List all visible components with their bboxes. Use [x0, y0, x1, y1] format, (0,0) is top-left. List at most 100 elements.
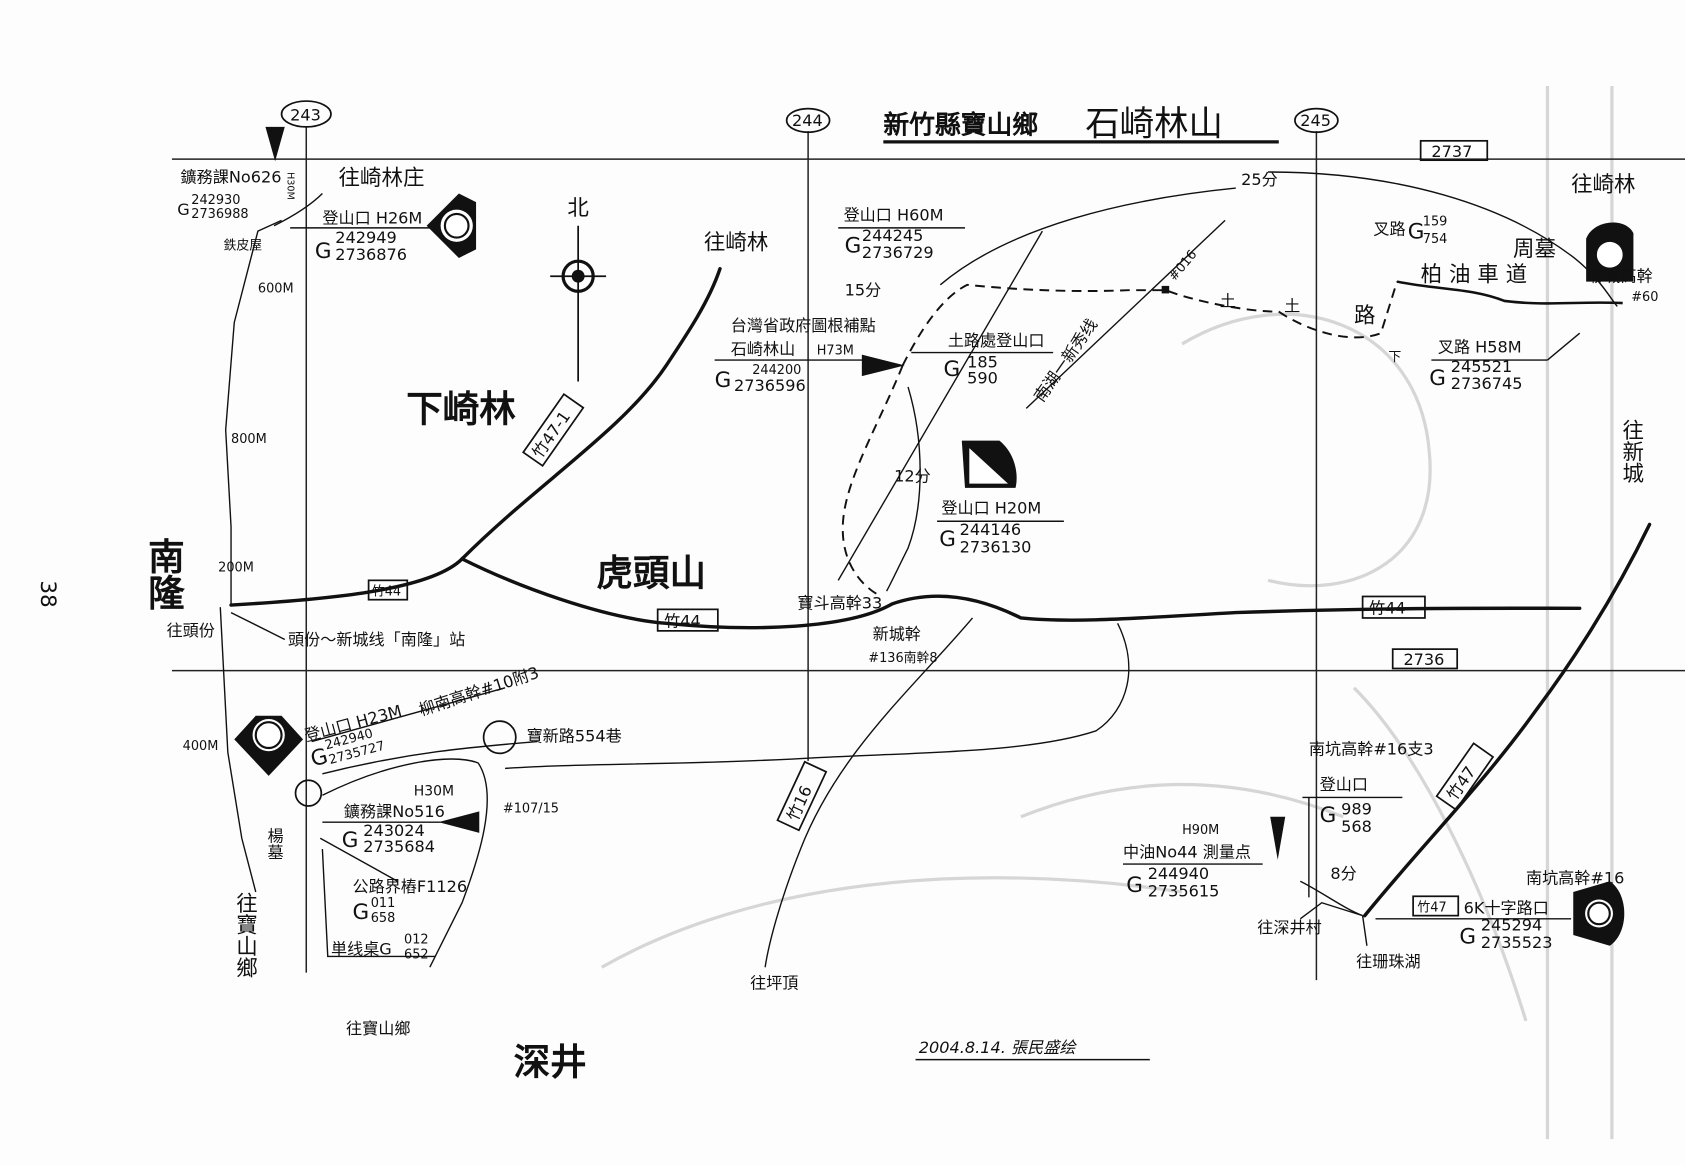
road-label-zhu47-box: 竹47 — [1417, 900, 1446, 915]
svg-text:G: G — [308, 744, 331, 772]
dir-to-baoshan-bottom: 往寶山鄉 — [346, 1019, 410, 1038]
dirt-mark-1: 土 — [1220, 291, 1236, 310]
route-8min — [1299, 880, 1363, 917]
road-zhu16 — [764, 617, 974, 968]
svg-text:G: G — [944, 357, 961, 382]
svg-text:G: G — [177, 200, 189, 219]
pole-016-label: #016 — [1166, 247, 1200, 284]
road-left-south — [219, 607, 257, 893]
route-12min — [885, 386, 921, 592]
dir-to-qilin-village: 往崎林庄 — [339, 166, 425, 191]
svg-text:G: G — [1459, 925, 1476, 950]
svg-text:G: G — [315, 239, 332, 264]
wp-cross-6k: 6K十字路口 — [1464, 898, 1549, 917]
wp-mine626-h: H30M — [285, 172, 296, 200]
wp-highway-marker-label: 公路界樁F1126 — [352, 877, 467, 896]
wp-highway-marker-g2: 658 — [371, 911, 396, 926]
wp-trailhead-20-g1: 244146 — [960, 520, 1022, 539]
wp-dirt-trailhead-label: 土路處登山口 — [948, 331, 1045, 350]
place-hutoushan: 虎頭山 — [596, 552, 706, 595]
place-nanlong: 南隆 — [142, 537, 185, 610]
svg-text:G: G — [1320, 803, 1337, 828]
wp-trailhead-20-label: 登山口 H20M — [941, 499, 1041, 518]
dir-to-shanhuhu: 往珊珠湖 — [1356, 952, 1420, 971]
wp-single-pole-g1: 012 — [404, 933, 429, 948]
dirt-trail-dashed — [901, 281, 1398, 366]
wp-station-note: 頭份～新城线「南隆」站 — [288, 630, 465, 649]
place-xiaqilin: 下崎林 — [406, 387, 516, 430]
triangle-marker-icon — [438, 811, 480, 833]
road-label-zhu44-a: 竹44 — [372, 584, 401, 599]
svg-text:G: G — [342, 828, 359, 853]
time-25min: 25分 — [1241, 170, 1278, 189]
wp-junction-58-g1: 245521 — [1451, 357, 1513, 376]
wp-trailhead-20-g2: 2736130 — [960, 537, 1032, 556]
trail-arc-to-summit — [939, 187, 1236, 286]
wp-trailhead-6k-g1: 245294 — [1481, 916, 1542, 935]
place-names: 下崎林 虎頭山 深井 南隆 — [142, 387, 706, 1083]
summit-trail-dashed — [841, 365, 904, 598]
wp-single-pole-label: 単线桌G — [331, 939, 392, 958]
svg-text:G: G — [1126, 873, 1143, 898]
svg-text:G: G — [845, 234, 862, 259]
wp-dirt-trailhead-g1: 185 — [967, 353, 998, 372]
wp-mine626-g2: 2736988 — [191, 207, 248, 222]
time-15min: 15分 — [845, 281, 882, 300]
title-mountain: 石崎林山 — [1085, 104, 1223, 144]
wp-trailhead-6k-g2: 2735523 — [1481, 933, 1553, 952]
wp-pole-107: #107/15 — [503, 801, 559, 816]
down-mark: 下 — [1388, 350, 1401, 365]
wp-mine516-label: 鑛務課No516 — [344, 802, 445, 821]
road-label-zhu44-b: 竹44 — [664, 612, 701, 631]
svg-text:G: G — [1429, 366, 1446, 391]
distance-200m: 200M — [218, 561, 254, 576]
signature-text: 2004.8.14. 張民盛绘 — [919, 1038, 1078, 1057]
wp-trailhead-989-g1: 989 — [1341, 800, 1372, 819]
wp-pole-nankeng-16: 南坑高幹#16 — [1526, 868, 1624, 887]
wp-junction-159-g2: 754 — [1423, 232, 1448, 247]
wp-cpc-h: H90M — [1182, 823, 1219, 838]
dir-to-baoshan-left: 往寶山鄉 — [233, 892, 258, 978]
grid-northing-2736: 2736 — [1403, 650, 1444, 669]
wp-junction-159-g1: 159 — [1423, 215, 1448, 230]
dir-to-shenjing-village: 往深井村 — [1257, 918, 1321, 937]
time-8min: 8分 — [1330, 864, 1356, 883]
ridge-line-2 — [837, 230, 1043, 581]
wp-yang-grave: 楊墓 — [265, 828, 284, 860]
dir-to-qilin-right: 往崎林 — [1571, 172, 1635, 197]
wp-summit-g2: 2736596 — [734, 376, 806, 395]
wp-grave: 周墓 — [1513, 237, 1556, 262]
north-arrow-icon: 北 — [550, 196, 607, 382]
wp-trailhead-60-label: 登山口 H60M — [844, 205, 944, 224]
wp-junction-58-g2: 2736745 — [1451, 374, 1523, 393]
road-to-qilin-village — [273, 192, 323, 227]
triangle-marker-icon — [265, 126, 285, 162]
wp-pole-xincheng-label: 新城幹 — [873, 624, 921, 643]
wp-baoxin-road: 寶新路554巷 — [527, 727, 622, 746]
dir-to-xincheng: 往新城 — [1619, 419, 1644, 484]
wp-summit-label2: 石崎林山 — [731, 340, 795, 359]
wp-pole-liunan: 柳南高幹#10附3 — [417, 663, 542, 720]
asphalt-road — [1396, 280, 1623, 305]
map-symbols — [234, 126, 1634, 946]
dir-to-qilin-mid: 往崎林 — [704, 230, 768, 255]
wp-trailhead-243-g2: 2736876 — [335, 245, 407, 264]
grid-northing-2737: 2737 — [1431, 142, 1472, 161]
distances-times: 600M 800M 200M 400M 15分 12分 25分 8分 — [183, 170, 1357, 883]
roads — [219, 171, 1652, 968]
svg-text:G: G — [352, 900, 369, 925]
dir-to-toufen: 往頭份 — [167, 621, 215, 640]
distance-400m: 400M — [183, 739, 219, 754]
wp-summit-label1: 台灣省政府圖根補點 — [731, 316, 876, 335]
distance-800m: 800M — [231, 432, 267, 447]
svg-text:G: G — [1408, 220, 1425, 245]
grid-easting-243: 243 — [290, 105, 321, 124]
trailhead-symbol-icon — [234, 715, 304, 776]
ridge-line-nanhu — [1025, 219, 1226, 409]
wp-junction-159-label: 叉路 — [1373, 219, 1405, 238]
road-zhu47 — [1363, 522, 1652, 918]
coordinate-grid: 243 244 245 2737 2736 — [171, 100, 1685, 981]
wp-dirt-trailhead-g2: 590 — [967, 369, 998, 388]
wp-single-pole-g2: 652 — [404, 948, 429, 963]
